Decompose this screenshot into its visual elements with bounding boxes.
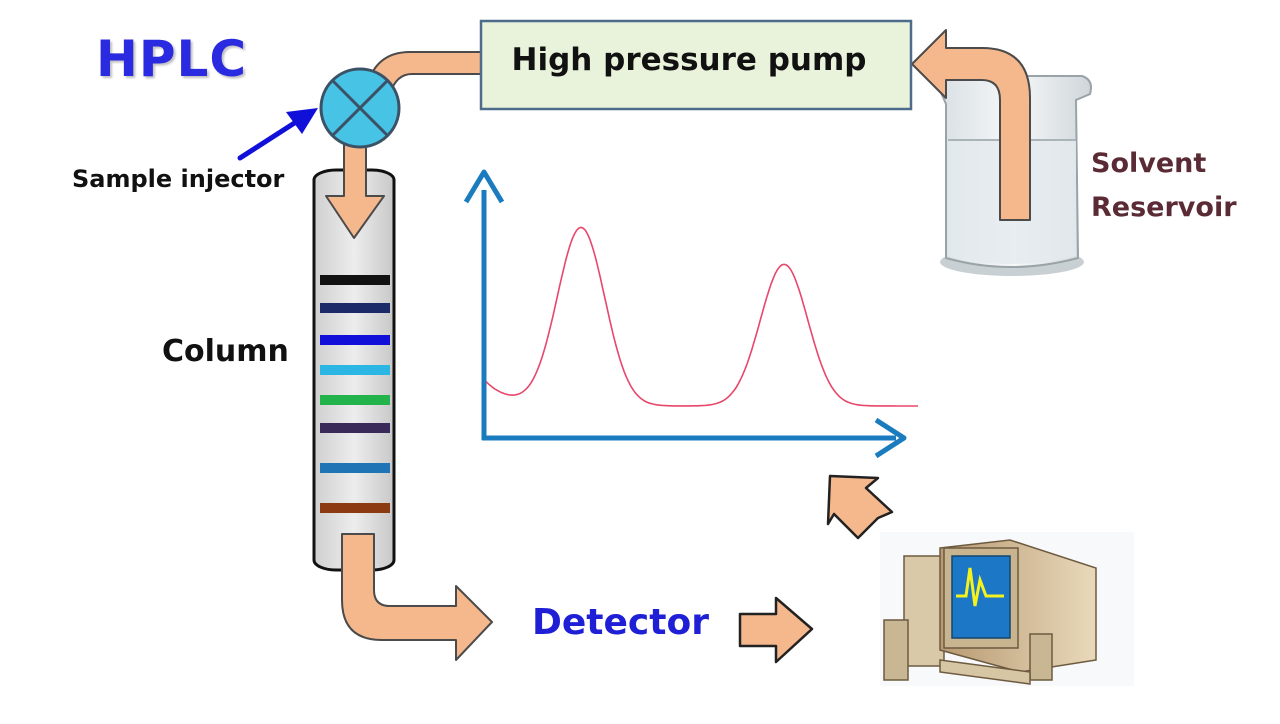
column-label: Column — [162, 334, 289, 369]
pump-box — [479, 19, 913, 111]
column-to-detector-arrow — [341, 533, 493, 661]
column-band — [320, 395, 390, 405]
diagram-title: HPLC — [96, 30, 248, 88]
column-band — [320, 463, 390, 473]
column-band — [320, 335, 390, 345]
column-band — [320, 503, 390, 513]
chromatogram-chart — [463, 169, 918, 459]
column-bands — [320, 275, 390, 513]
column-band — [320, 423, 390, 433]
sample-injector-icon — [319, 67, 401, 149]
solvent-reservoir-label: Solvent Reservoir — [1091, 142, 1237, 230]
column-band — [320, 365, 390, 375]
chromatogram-trace — [485, 226, 918, 407]
solvent-label-line-2: Reservoir — [1091, 192, 1237, 223]
y-axis-arrowhead — [463, 169, 505, 204]
pump-label: High pressure pump — [511, 42, 867, 78]
injector-label: Sample injector — [72, 165, 285, 193]
computer-to-chart-arrow — [826, 474, 894, 540]
computer-icon — [880, 532, 1134, 686]
detector-label: Detector — [532, 602, 709, 643]
injector-to-column-arrow — [325, 143, 385, 239]
solvent-label-line-1: Solvent — [1091, 148, 1207, 179]
x-axis-arrowhead — [874, 417, 907, 459]
injector-pointer-arrow — [237, 108, 318, 161]
detector-to-computer-arrow — [738, 596, 814, 664]
solvent-to-pump-arrow-body — [911, 29, 1031, 221]
column-band — [320, 303, 390, 313]
column-band — [320, 275, 390, 285]
